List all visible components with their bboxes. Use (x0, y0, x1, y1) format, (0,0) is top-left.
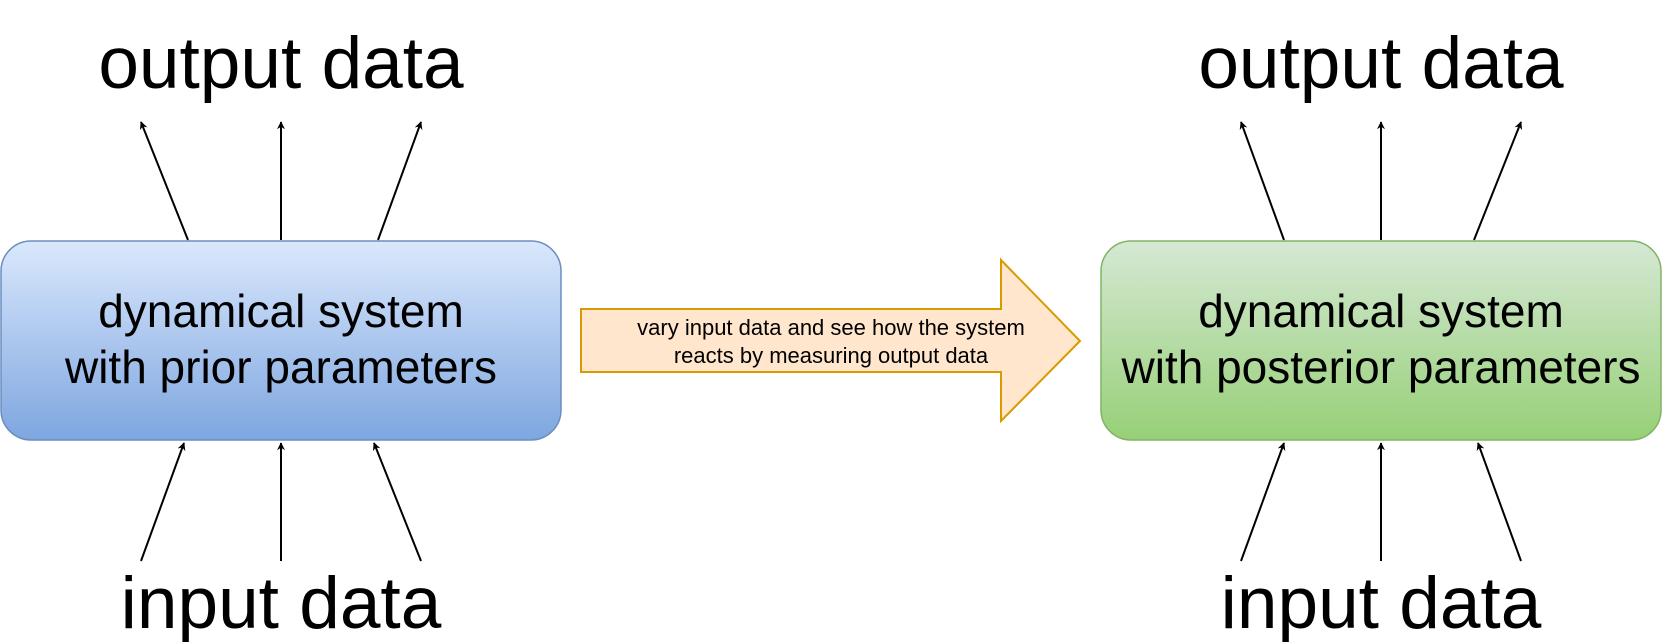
right-input-arrow-3 (1476, 442, 1522, 562)
posterior-system-box (1100, 240, 1662, 441)
transition-arrow: vary input data and see how the system r… (580, 257, 1082, 424)
right-output-arrows (1239, 121, 1523, 241)
right-panel: output data dynamical system with poster… (1100, 23, 1662, 642)
right-input-label: input data (1221, 563, 1542, 642)
right-output-arrow-1 (1239, 121, 1285, 241)
right-input-arrow-1 (1240, 442, 1286, 562)
prior-box-line2: with prior parameters (64, 341, 497, 393)
right-output-arrow-3 (1473, 121, 1523, 241)
prior-box-line1: dynamical system (98, 285, 464, 337)
right-input-arrows (1240, 442, 1522, 562)
left-input-arrow-1 (140, 442, 186, 562)
prior-system-box (0, 240, 562, 441)
posterior-box-line2: with posterior parameters (1121, 341, 1641, 393)
left-output-arrow-1 (139, 121, 189, 241)
left-output-arrow-3 (377, 121, 423, 241)
posterior-box-line1: dynamical system (1198, 285, 1564, 337)
transition-text-line1: vary input data and see how the system (637, 315, 1025, 340)
left-input-arrows (140, 442, 422, 562)
transition-text-line2: reacts by measuring output data (674, 343, 989, 368)
left-panel: output data dynamical system with prior … (0, 23, 562, 642)
right-output-label: output data (1198, 23, 1564, 104)
left-output-label: output data (98, 23, 464, 104)
left-output-arrows (139, 121, 423, 241)
left-input-arrow-3 (372, 442, 422, 562)
left-input-label: input data (121, 563, 442, 642)
transition-arrow-shape (580, 257, 1082, 424)
